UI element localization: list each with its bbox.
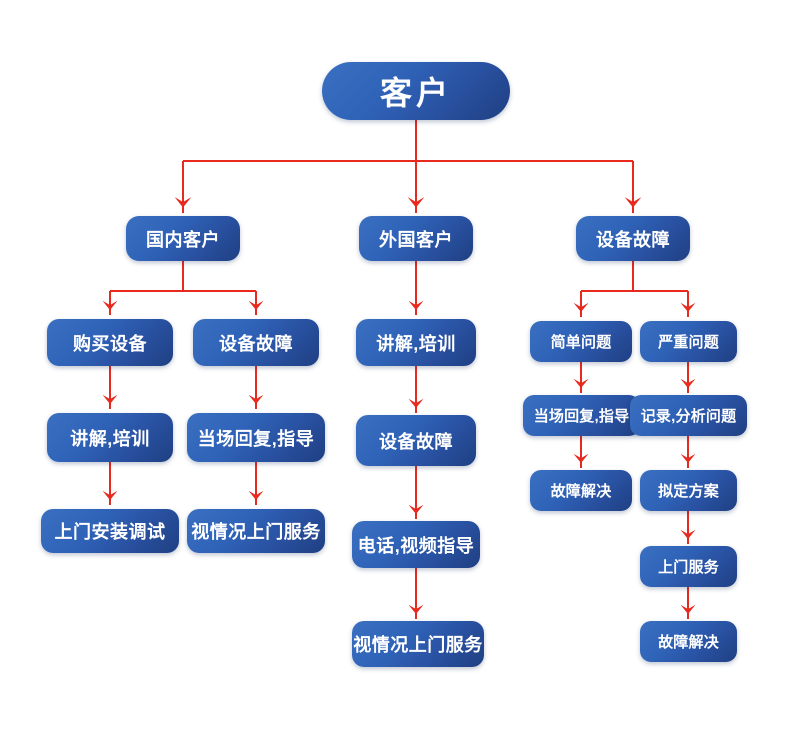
node-root-customer[interactable]: 客户 [322,62,510,120]
node-foreign-conditional-visit[interactable]: 视情况上门服务 [352,621,484,667]
node-domestic-conditional-visit[interactable]: 视情况上门服务 [187,509,325,553]
node-purchase-equipment[interactable]: 购买设备 [47,319,173,366]
edge-root-to-bus [183,120,633,162]
node-severe-onsite-service[interactable]: 上门服务 [640,546,737,587]
node-domestic-onsite-reply[interactable]: 当场回复,指导 [187,413,325,462]
edge-domestic-to-bus [110,261,256,292]
node-severe-problem[interactable]: 严重问题 [640,321,737,362]
node-foreign-equipment-fault[interactable]: 设备故障 [356,415,476,466]
node-simple-problem[interactable]: 简单问题 [530,321,632,362]
node-equipment-fault[interactable]: 设备故障 [576,216,690,261]
node-simple-fault-resolved[interactable]: 故障解决 [530,470,632,511]
node-severe-fault-resolved[interactable]: 故障解决 [640,621,737,662]
node-purchase-install-debug[interactable]: 上门安装调试 [41,509,179,553]
node-severe-record-analyze[interactable]: 记录,分析问题 [630,395,747,436]
node-foreign-phone-video-guide[interactable]: 电话,视频指导 [352,521,480,568]
node-foreign-training[interactable]: 讲解,培训 [356,319,476,366]
node-foreign-customer[interactable]: 外国客户 [359,216,473,261]
node-domestic-customer[interactable]: 国内客户 [126,216,240,261]
node-simple-onsite-reply[interactable]: 当场回复,指导 [523,395,640,436]
node-purchase-training[interactable]: 讲解,培训 [47,413,173,462]
node-domestic-equipment-fault[interactable]: 设备故障 [193,319,319,366]
edge-equipment-fault-to-bus [581,261,688,292]
node-severe-draft-plan[interactable]: 拟定方案 [640,470,737,511]
